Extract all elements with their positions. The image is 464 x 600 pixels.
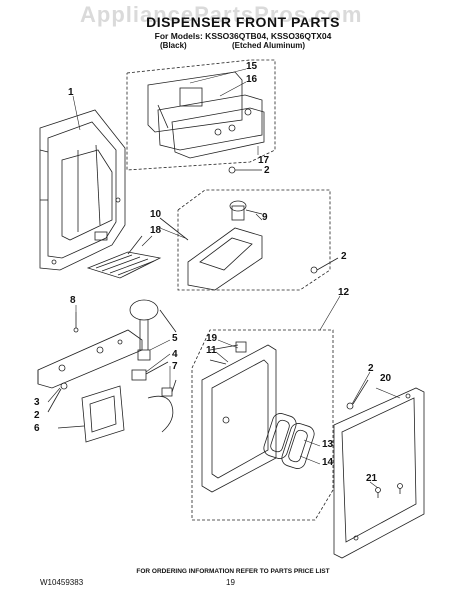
- callout-7: 7: [172, 361, 178, 372]
- callout-14: 14: [322, 457, 334, 468]
- wire-harness: [147, 379, 177, 433]
- callout-21: 21: [366, 473, 378, 484]
- callout-20: 20: [380, 373, 392, 384]
- callout-5: 5: [172, 333, 178, 344]
- callout-15: 15: [246, 61, 258, 72]
- model-numbers: For Models: KSSO36QTB04, KSSO36QTX04: [154, 31, 332, 41]
- callout-10: 10: [150, 209, 162, 220]
- panel-screws: [375, 483, 403, 498]
- ice-chute-door: [159, 217, 263, 291]
- motor-part: [129, 299, 177, 361]
- callout-2-middle: 2: [341, 251, 347, 262]
- callout-17: 17: [258, 155, 270, 166]
- callout-13: 13: [322, 439, 334, 450]
- watermark: AppliancePartsPros.com: [80, 2, 363, 27]
- lever-actuator: [57, 385, 125, 443]
- group-box-lower: [191, 329, 334, 521]
- callout-8: 8: [70, 295, 76, 306]
- group-box-middle: [177, 189, 331, 291]
- paddle-lens: [281, 423, 315, 469]
- solenoid-part: [229, 200, 263, 221]
- paddle-light-lens: [263, 413, 297, 459]
- control-housing-assembly: [147, 71, 265, 159]
- callout-1: 1: [68, 87, 74, 98]
- callout-3: 3: [34, 397, 40, 408]
- callout-2-lower: 2: [368, 363, 374, 374]
- finish-aluminum-label: (Etched Aluminum): [232, 41, 306, 50]
- callout-19: 19: [206, 333, 218, 344]
- callout-12: 12: [338, 287, 350, 298]
- dispenser-front-panel: [333, 387, 425, 559]
- finish-black-label: (Black): [160, 41, 187, 50]
- document-number: W10459383: [40, 578, 84, 587]
- callout-2-left: 2: [34, 410, 40, 421]
- callout-11: 11: [206, 345, 217, 356]
- callout-18: 18: [150, 225, 162, 236]
- callout-2-top: 2: [264, 165, 270, 176]
- drip-tray: [86, 235, 162, 279]
- callout-9: 9: [262, 212, 268, 223]
- dispenser-control-frame: [201, 341, 277, 493]
- screw-middle: [310, 257, 339, 274]
- callout-6: 6: [34, 423, 40, 434]
- callout-16: 16: [246, 74, 258, 85]
- screw-lower: [346, 379, 369, 410]
- page-title: DISPENSER FRONT PARTS: [146, 14, 340, 30]
- dispenser-housing: [39, 109, 126, 271]
- switch-part: [131, 361, 169, 381]
- pin-part: [73, 312, 79, 333]
- page-number: 19: [226, 578, 235, 587]
- callout-4: 4: [172, 349, 178, 360]
- leader-lines: [47, 68, 401, 489]
- ordering-instructions: FOR ORDERING INFORMATION REFER TO PARTS …: [136, 568, 330, 575]
- mounting-bracket: [37, 329, 143, 389]
- screw-top: [228, 166, 262, 174]
